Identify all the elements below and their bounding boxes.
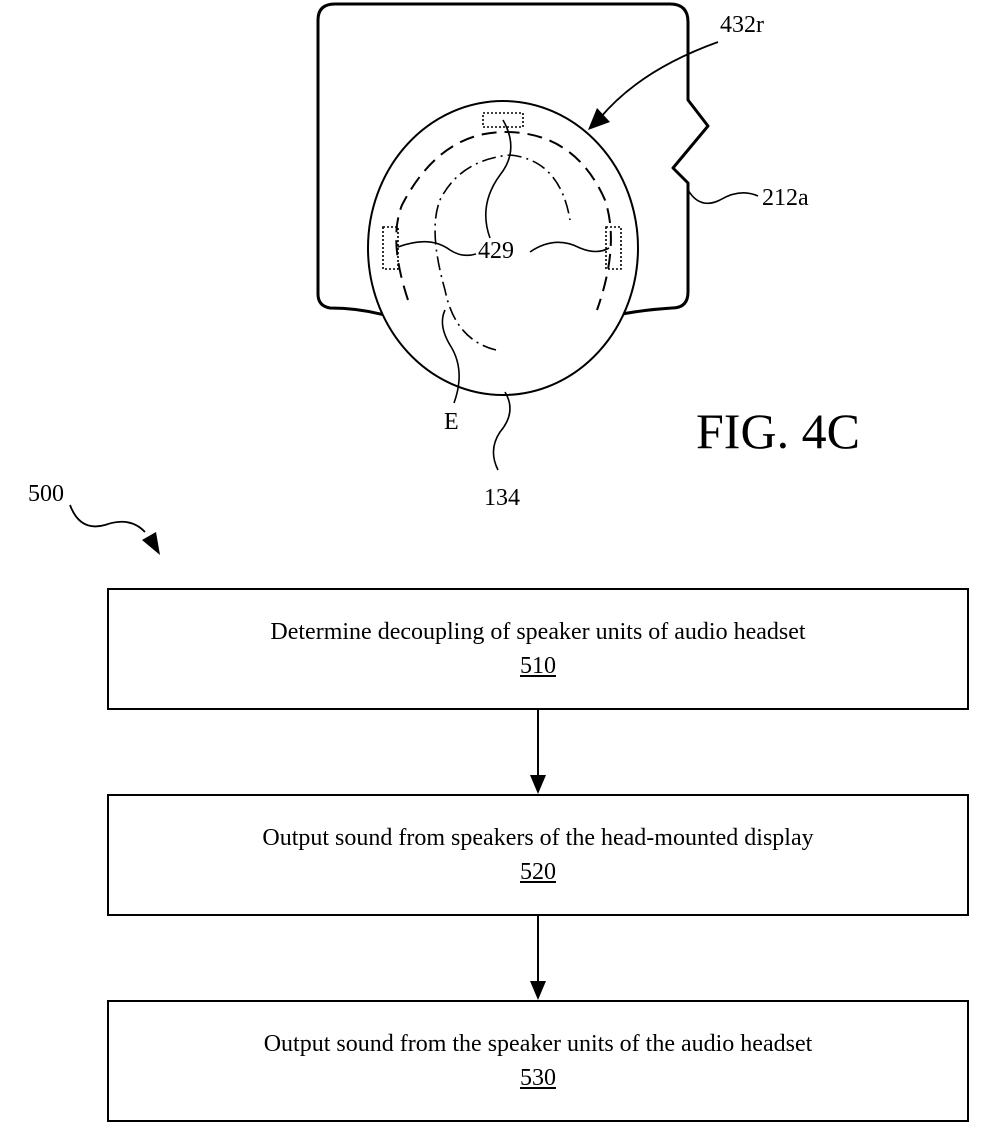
label-212a: 212a — [762, 185, 809, 211]
leader-429-top — [484, 119, 512, 239]
label-ear: E — [444, 409, 459, 435]
head-outline — [367, 100, 639, 396]
arrowhead-432r — [588, 108, 610, 130]
step-510-text: Determine decoupling of speaker units of… — [270, 619, 806, 645]
leader-head — [492, 391, 511, 471]
flowchart-ref-label: 500 — [28, 481, 64, 507]
flowchart-step-510: Determine decoupling of speaker units of… — [107, 588, 969, 710]
speaker-unit-left — [382, 226, 399, 270]
step-530-number: 530 — [520, 1065, 556, 1091]
flowchart-step-520: Output sound from speakers of the head-m… — [107, 794, 969, 916]
arrow-510-520-head — [530, 775, 546, 794]
ref-500-arrowhead — [142, 532, 160, 555]
label-134: 134 — [484, 485, 520, 511]
headset-band-dashed — [395, 130, 612, 311]
speaker-unit-top — [482, 112, 524, 128]
step-520-text: Output sound from speakers of the head-m… — [262, 825, 814, 851]
leader-ear — [441, 309, 460, 404]
arrow-432r — [599, 41, 719, 119]
label-429: 429 — [478, 238, 514, 264]
arrow-520-530-head — [530, 981, 546, 1000]
figure-4c-drawing: 432r 212a 429 E 134 FIG. 4C — [316, 2, 860, 511]
step-520-number: 520 — [520, 859, 556, 885]
hmd-body-outline — [316, 2, 710, 318]
step-510-number: 510 — [520, 653, 556, 679]
inner-dashdot-line — [434, 154, 571, 351]
figure-title: FIG. 4C — [696, 403, 860, 459]
leader-429-left — [397, 240, 477, 257]
leader-hmd — [687, 189, 759, 205]
label-432r: 432r — [720, 12, 764, 38]
flowchart-step-530: Output sound from the speaker units of t… — [107, 1000, 969, 1122]
leader-429-right — [529, 241, 610, 253]
step-530-text: Output sound from the speaker units of t… — [263, 1031, 813, 1057]
speaker-unit-right — [605, 226, 622, 270]
